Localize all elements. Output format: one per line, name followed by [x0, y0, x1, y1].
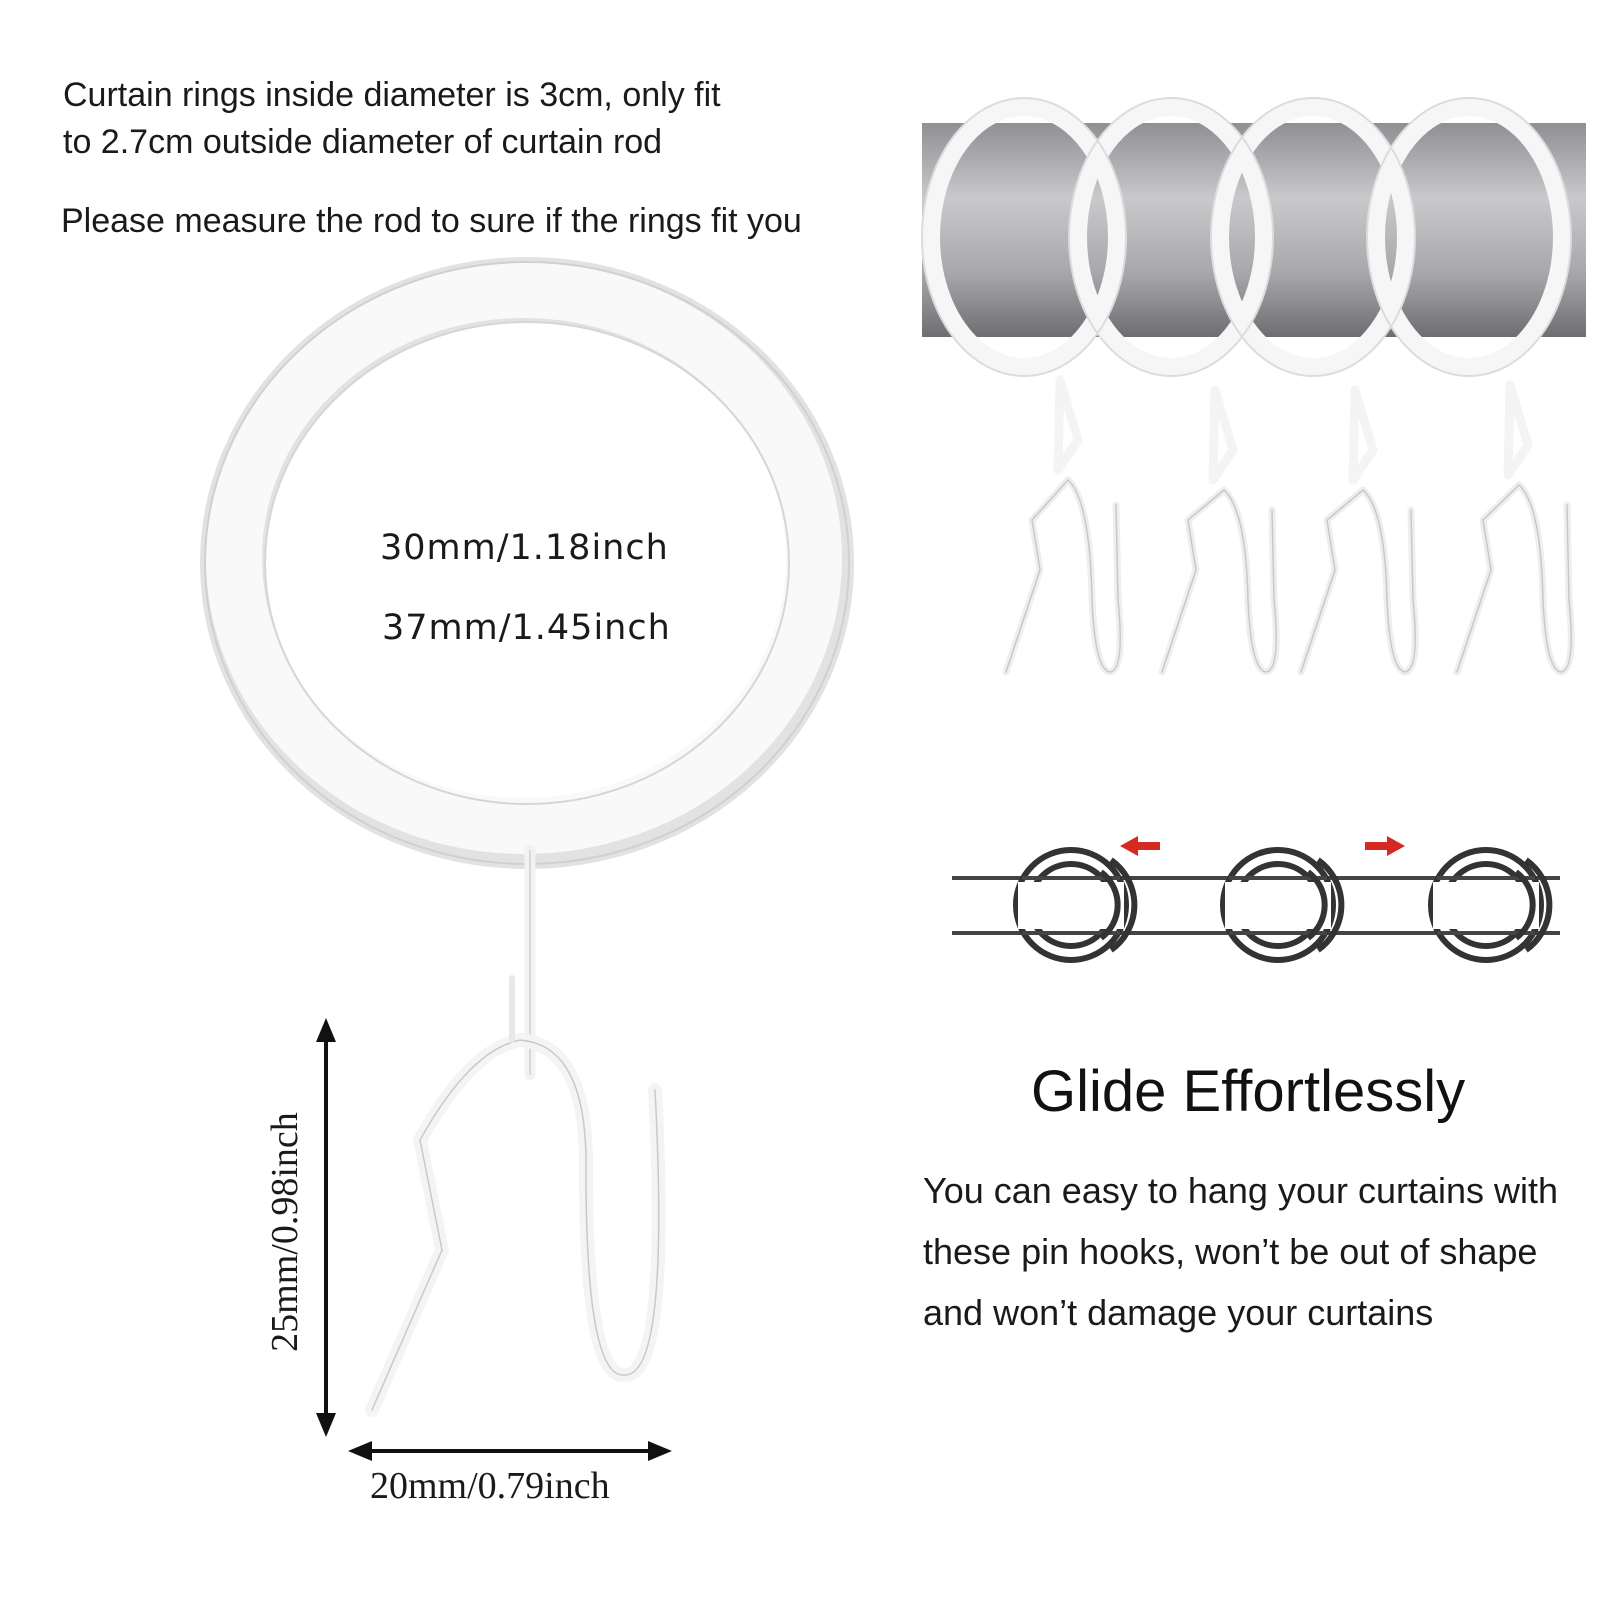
measure-note: Please measure the rod to sure if the ri…	[61, 202, 802, 240]
fit-note-line-2: to 2.7cm outside diameter of curtain rod	[63, 123, 663, 161]
feature-headline: Glide Effortlessly	[1031, 1059, 1466, 1124]
outer-diameter-label: 37mm/1.45inch	[382, 608, 671, 648]
hook-width-label: 20mm/0.79inch	[370, 1465, 610, 1507]
fit-note-line-1: Curtain rings inside diameter is 3cm, on…	[63, 76, 721, 114]
feature-body: You can easy to hang your curtains with …	[923, 1170, 1559, 1333]
inner-diameter-label: 30mm/1.18inch	[380, 528, 669, 568]
fit-note: Curtain rings inside diameter is 3cm, on…	[63, 72, 721, 166]
